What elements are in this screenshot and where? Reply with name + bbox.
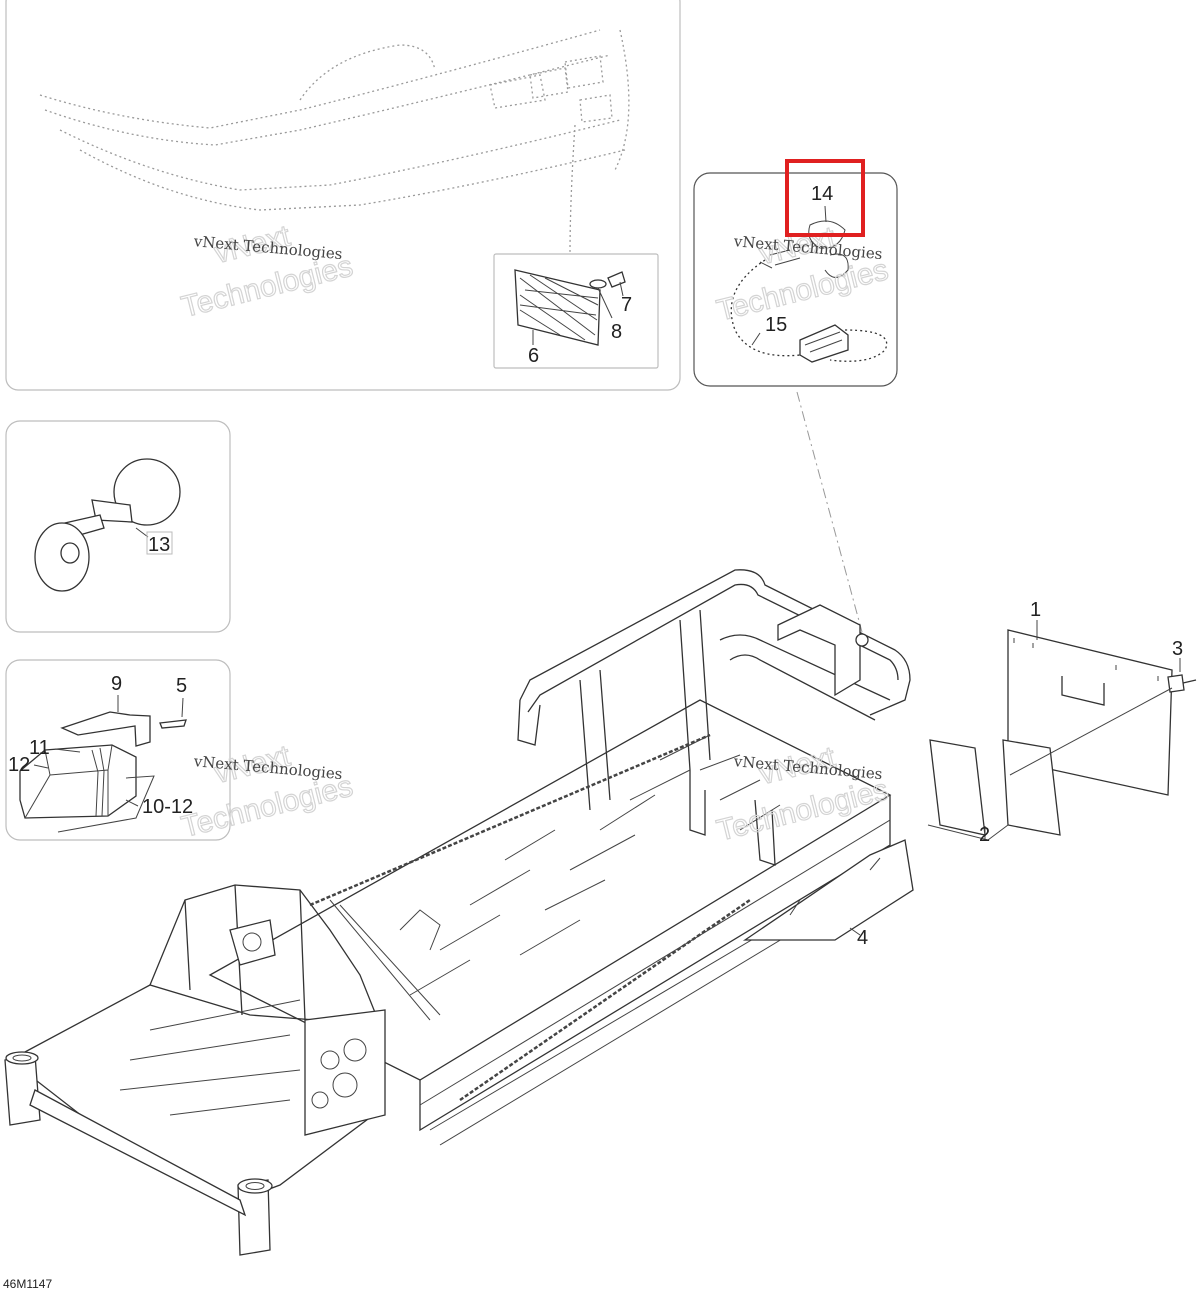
horn-panel [5, 420, 231, 633]
callout-6: 6 [528, 345, 539, 367]
svg-text:Technologies: Technologies [714, 773, 892, 847]
callout-5: 5 [176, 675, 187, 697]
figure-reference: 46M1147 [3, 1277, 52, 1291]
watermark-4: Technologies vNext vNext Technologies [713, 740, 892, 848]
callout-10-12: 10-12 [142, 796, 193, 818]
callout-1: 1 [1030, 599, 1041, 621]
callout-11: 11 [29, 737, 50, 759]
bag-panel [5, 659, 231, 841]
callout-14: 14 [811, 183, 833, 205]
callout-12: 12 [8, 754, 30, 776]
callout-4: 4 [857, 927, 868, 949]
callout-8: 8 [611, 321, 622, 343]
flaps-2 [927, 739, 1061, 841]
bolt-3 [1009, 658, 1197, 776]
callout-2: 2 [979, 824, 990, 846]
reflector-inset [493, 253, 659, 369]
callout-9: 9 [111, 673, 122, 695]
highlight-box [785, 159, 865, 237]
callout-7: 7 [621, 294, 632, 316]
harness-inset [693, 172, 898, 387]
callout-15: 15 [765, 314, 787, 336]
callout-13: 13 [148, 534, 170, 556]
deflector-4 [742, 839, 914, 941]
callout-3: 3 [1172, 638, 1183, 660]
